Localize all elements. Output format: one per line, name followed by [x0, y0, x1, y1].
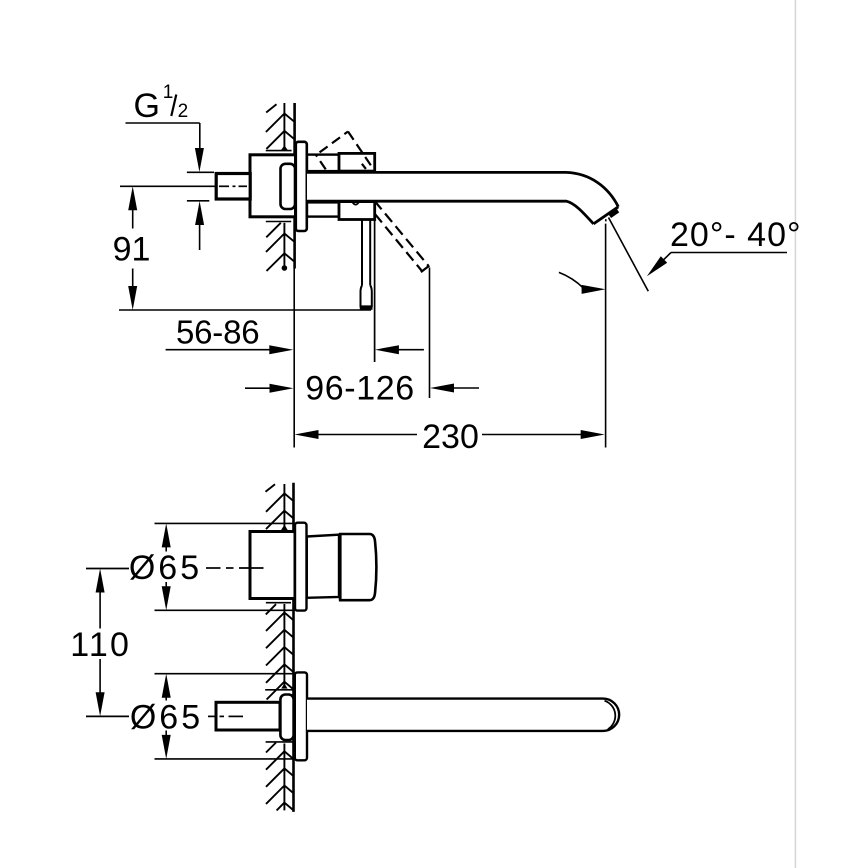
svg-text:1: 1 — [163, 82, 174, 103]
svg-text:2: 2 — [178, 101, 189, 122]
svg-text:Ø65: Ø65 — [129, 549, 202, 587]
svg-text:96-126: 96-126 — [305, 370, 414, 408]
svg-text:G: G — [134, 87, 160, 125]
svg-text:110: 110 — [70, 626, 131, 664]
svg-text:Ø65: Ø65 — [130, 698, 203, 736]
svg-text:56-86: 56-86 — [176, 314, 259, 351]
svg-text:20°- 40°: 20°- 40° — [670, 216, 802, 254]
svg-text:91: 91 — [113, 231, 151, 269]
svg-text:230: 230 — [422, 418, 479, 456]
